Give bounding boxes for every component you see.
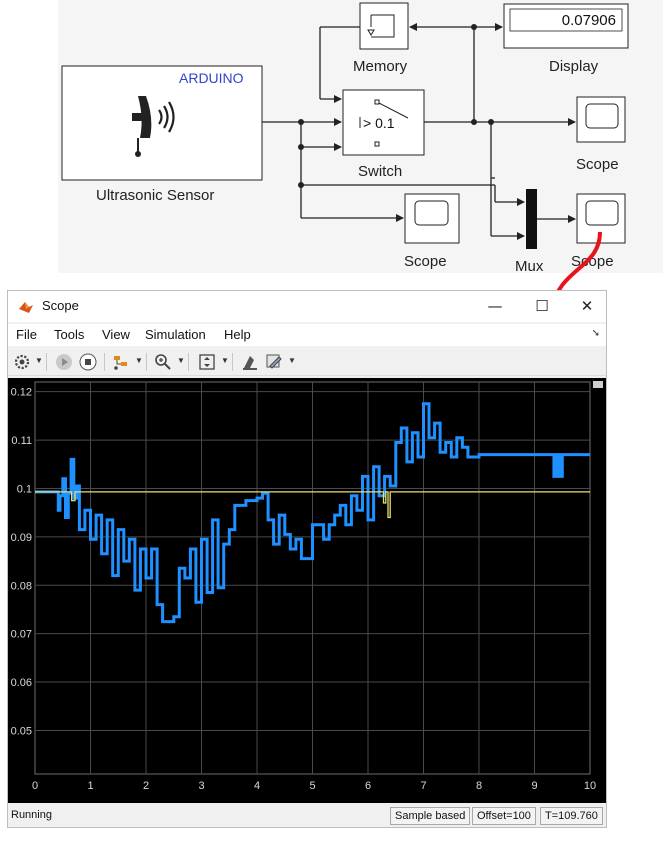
scope-screen-icon [414,200,449,226]
y-tick-label: 0.09 [11,532,32,544]
scope-plot[interactable]: 0 1 2 3 4 5 6 7 8 9 10 0.05 0.06 0.07 0.08 0.09 0.1 0.11 0… [8,378,606,803]
status-time: T=109.760 [540,807,603,825]
maximize-button[interactable]: ☐ [535,297,549,315]
autoscale-dropdown-icon[interactable]: ▼ [221,356,229,365]
x-tick-label: 3 [198,780,204,792]
status-bar: Running Sample based Offset=100 T=109.76… [8,805,606,827]
scope-chart: 0 1 2 3 4 5 6 7 8 9 10 0.05 0.06 0.07 0.08 0.09 0.1 0.11 0… [11,381,603,792]
autoscale-icon[interactable] [198,353,216,371]
y-tick-label: 0.11 [11,435,32,447]
series-line-blue [35,402,590,624]
scope-block-top-right[interactable] [576,96,626,143]
window-title: Scope [42,298,79,313]
switch-label: Switch [358,163,402,180]
toolbar: ▼ ▼ ▼ ▼ [8,348,606,376]
y-tick-label: 0.07 [11,629,32,641]
switch-block[interactable]: > 0.1 [342,89,425,156]
settings-dropdown-icon[interactable]: ▼ [35,356,43,365]
series-line-yellow [35,491,590,519]
close-button[interactable]: ✕ [580,297,594,315]
sensor-brand-label: ARDUINO [179,70,244,86]
scope-top-label: Scope [576,156,619,173]
menu-simulation[interactable]: Simulation [145,327,206,342]
title-bar[interactable]: Scope — ☐ ✕ [8,291,606,322]
matlab-icon [19,302,33,313]
x-tick-label: 0 [32,780,38,792]
y-tick-label: 0.05 [11,725,32,737]
mux-block[interactable] [526,189,537,249]
dock-arrow-icon[interactable]: ➘ [591,328,600,339]
scope-window[interactable]: Scope — ☐ ✕ File Tools View Simulation H… [7,290,607,828]
plot-corner-button[interactable] [593,381,603,388]
menu-file[interactable]: File [16,327,37,342]
x-tick-label: 9 [531,780,537,792]
switch-threshold: > 0.1 [363,115,395,131]
ultrasonic-sensor-block[interactable]: ARDUINO [61,65,263,181]
y-tick-label: 0.12 [11,387,32,399]
status-mode: Sample based [390,807,471,825]
switch-icon [359,99,409,147]
zoom-dropdown-icon[interactable]: ▼ [177,356,185,365]
y-tick-label: 0.1 [17,483,32,495]
write-icon[interactable] [241,353,259,371]
menu-bar: File Tools View Simulation Help ➘ [8,324,606,346]
model-diagram: ARDUINO Ultrasonic Sensor Memory [61,2,629,273]
scope-block-bottom[interactable] [404,193,460,244]
settings-icon[interactable] [13,353,31,371]
zoom-icon[interactable] [154,353,172,371]
x-tick-label: 4 [254,780,260,792]
y-tick-label: 0.08 [11,580,32,592]
x-tick-label: 6 [365,780,371,792]
x-tick-label: 7 [420,780,426,792]
scope-screen-icon [585,200,619,226]
x-tick-label: 2 [143,780,149,792]
x-tick-label: 8 [476,780,482,792]
memory-icon [367,14,395,38]
scope-bottom-label: Scope [404,253,447,270]
status-state: Running [11,809,52,821]
sensor-label: Ultrasonic Sensor [96,187,214,204]
display-block[interactable]: 0.07906 [503,3,629,49]
status-offset: Offset=100 [472,807,536,825]
y-tick-label: 0.06 [11,677,32,689]
mux-label: Mux [515,258,544,273]
highlight-dropdown-icon[interactable]: ▼ [135,356,143,365]
display-label: Display [549,58,599,75]
menu-help[interactable]: Help [224,327,251,342]
memory-block[interactable] [359,2,409,50]
run-icon[interactable] [55,353,73,371]
scope-screen-icon [585,103,619,129]
signal-lines [262,23,576,240]
x-tick-label: 10 [584,780,596,792]
menu-view[interactable]: View [102,327,130,342]
memory-label: Memory [353,58,408,75]
x-tick-label: 5 [309,780,315,792]
display-value: 0.07906 [562,12,616,29]
style-icon[interactable] [265,353,283,371]
stop-icon[interactable] [79,353,97,371]
menu-tools[interactable]: Tools [54,327,85,342]
highlight-icon[interactable] [112,353,130,371]
x-tick-label: 1 [87,780,93,792]
minimize-button[interactable]: — [487,297,503,315]
style-dropdown-icon[interactable]: ▼ [288,356,296,365]
simulink-model-canvas[interactable]: ARDUINO Ultrasonic Sensor Memory [58,0,663,273]
ultrasonic-sensor-icon [132,96,175,157]
